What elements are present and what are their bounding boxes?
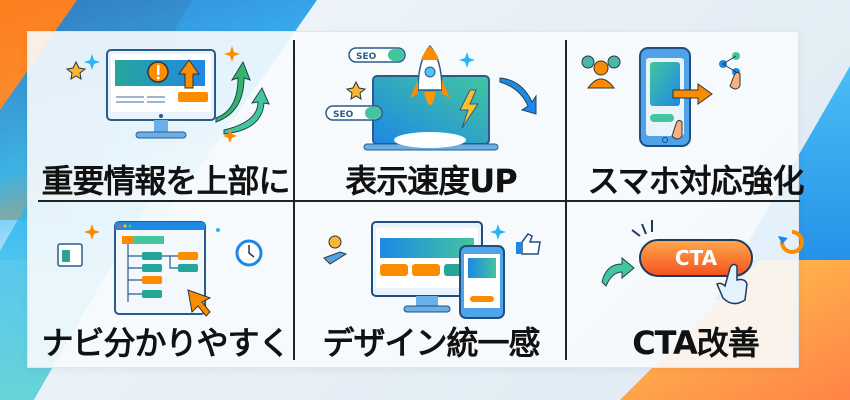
feature-cta-improvement: CTA CTA改善 (568, 202, 823, 362)
svg-text:SEO: SEO (333, 110, 354, 120)
monitor-alert-icon (65, 46, 270, 143)
feature-easy-navigation: ナビ分かりやすく (38, 202, 293, 362)
feature-label: デザイン統一感 (322, 324, 540, 362)
svg-text:SEO: SEO (356, 52, 377, 62)
svg-text:CTA: CTA (675, 246, 718, 270)
monitor-phone-design-icon (323, 221, 541, 319)
feature-label: ナビ分かりやすく (41, 324, 290, 362)
feature-label: 表示速度UP (345, 162, 517, 200)
feature-display-speed: SEO SEO 表示速度UP (300, 40, 562, 200)
divider-horizontal (38, 200, 800, 202)
rocket-laptop-icon: SEO SEO (325, 44, 537, 151)
feature-grid: 重要情報を上部に SEO SEO 表示速度UP (38, 40, 808, 362)
navigation-tree-icon (57, 221, 263, 317)
feature-label: CTA改善 (632, 324, 760, 362)
smartphone-tap-icon (581, 47, 741, 147)
feature-important-info-top: 重要情報を上部に (38, 40, 293, 200)
feature-label: 重要情報を上部に (41, 162, 290, 200)
feature-design-consistency: デザイン統一感 (300, 202, 562, 362)
cta-button-icon: CTA (601, 220, 804, 305)
feature-smartphone-support: スマホ対応強化 (568, 40, 823, 200)
feature-label: スマホ対応強化 (587, 162, 804, 200)
